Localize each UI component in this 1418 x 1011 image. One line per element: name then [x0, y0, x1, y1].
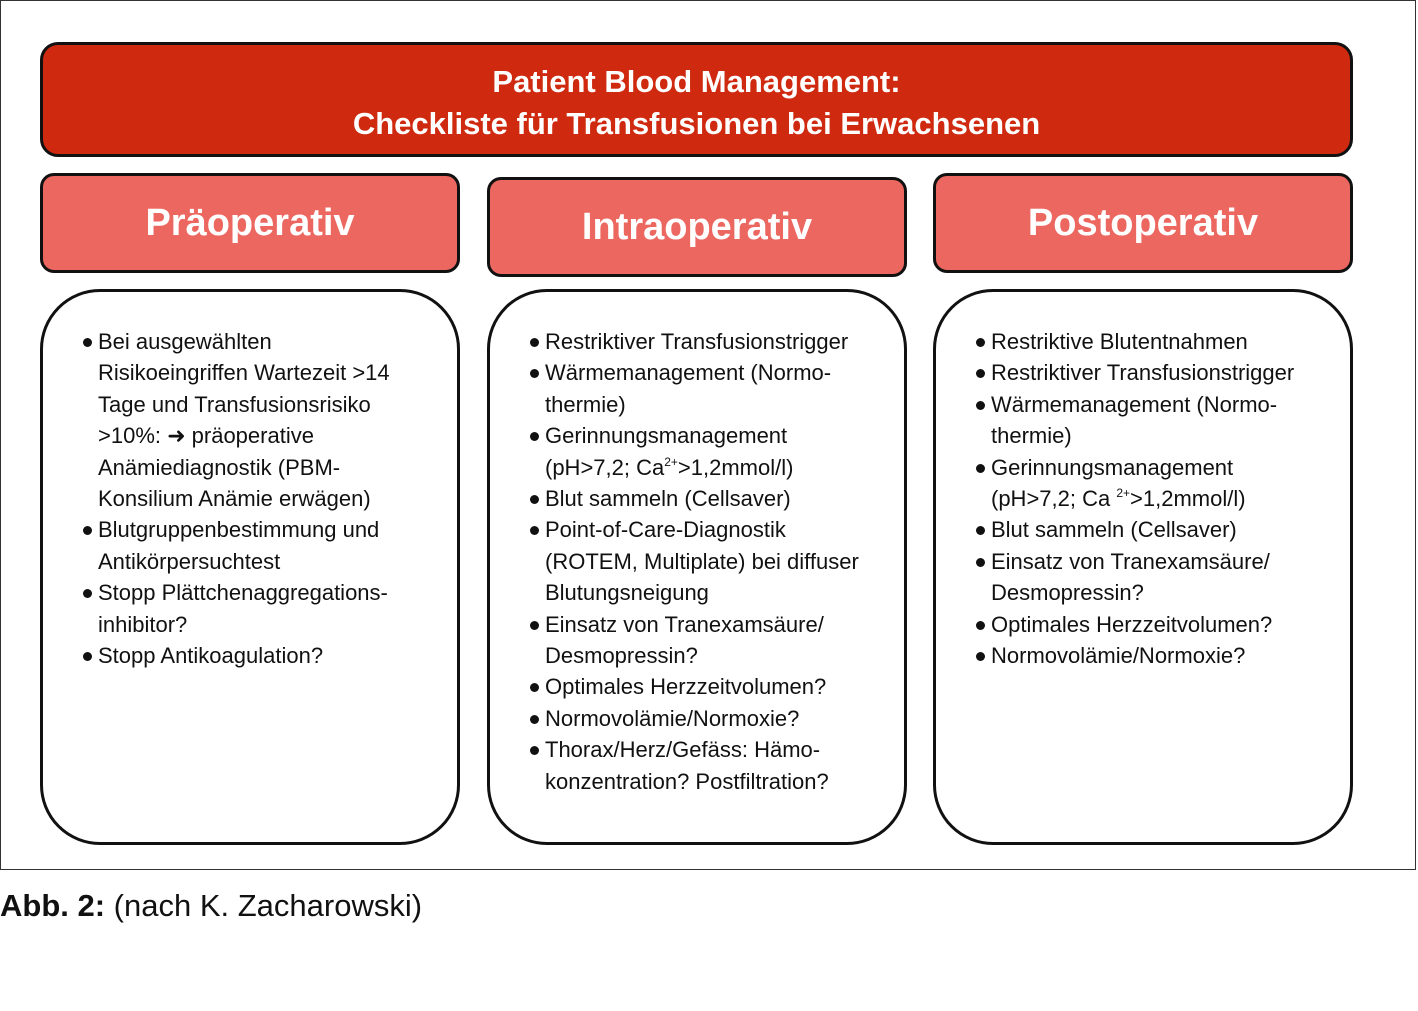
title-line-1: Patient Blood Management: [492, 64, 901, 99]
checklist-item: Blut sammeln (Cellsaver) [530, 483, 884, 514]
checklist-item: Restriktive Blutentnahmen [976, 326, 1330, 357]
phase-header-preoperative: Präoperativ [40, 173, 460, 273]
checklist-item-line: Restriktiver Transfusionstrigger [545, 329, 849, 354]
checklist-item-line: (pH>7,2; Ca2+>1,2mmol/l) [545, 454, 794, 480]
checklist-item-line: Desmopressin? [545, 643, 698, 669]
checklist-item: Blut sammeln (Cellsaver) [976, 514, 1330, 545]
checklist-item: Stopp Plättchenaggregations-inhibitor? [83, 577, 437, 640]
checklist-item: Restriktiver Transfusionstrigger [976, 357, 1330, 388]
checklist-item: Point-of-Care-Diagnostik (ROTEM, Multipla… [530, 514, 884, 608]
checklist-item-line: Thorax/Herz/Gefäss: Hämo- [545, 737, 821, 763]
checklist-item: Thorax/Herz/Gefäss: Hämo-konzentration? … [530, 734, 884, 797]
checklist-item-line: Blut sammeln (Cellsaver) [991, 517, 1237, 543]
checklist-item-line: Risikoeingriffen Wartezeit >14 [98, 360, 390, 386]
checklist-item: Optimales Herzzeitvolumen? [530, 671, 884, 702]
caption-label: Abb. 2: [0, 888, 106, 923]
checklist-item-line: Gerinnungsmanagement [545, 423, 788, 449]
checklist-item-line: Wärmemanagement (Normo- [545, 360, 832, 386]
checklist-item-line: Blut sammeln (Cellsaver) [545, 486, 791, 512]
checklist-item-line: Restriktiver Transfusionstrigger [991, 360, 1295, 386]
checklist-item: Wärmemanagement (Normo-thermie) [530, 357, 884, 420]
superscript-charge: 2+ [1116, 486, 1131, 501]
checklist-item-line: Bei ausgewählten [98, 329, 272, 354]
checklist-item: Optimales Herzzeitvolumen? [976, 609, 1330, 640]
checklist-item-line: Blutungsneigung [545, 580, 709, 606]
checklist-item-line: Optimales Herzzeitvolumen? [991, 611, 1273, 637]
checklist-item-line: Optimales Herzzeitvolumen? [545, 674, 827, 700]
checklist-item-line: konzentration? Postfiltration? [545, 768, 829, 794]
checklist-item-line: Point-of-Care-Diagnostik [545, 517, 786, 543]
checklist-item-line: Stopp Antikoagulation? [98, 643, 324, 669]
checklist-item-line: Stopp Plättchenaggregations- [98, 580, 388, 606]
checklist-item-line: thermie) [991, 423, 1072, 449]
checklist-item-line: Einsatz von Tranexamsäure/ [991, 548, 1270, 574]
checklist-item: Stopp Antikoagulation? [83, 640, 437, 671]
checklist-item-line: thermie) [545, 391, 626, 417]
checklist-item-line: Normovolämie/Normoxie? [545, 705, 800, 731]
figure-caption: Abb. 2: (nach K. Zacharowski) [0, 888, 422, 924]
checklist-item-line: Gerinnungsmanagement [991, 454, 1234, 480]
title-line-2: Checkliste für Transfusionen bei Erwachs… [352, 106, 1041, 141]
phase-header-postoperative: Postoperativ [933, 173, 1353, 273]
checklist-item-line: Blutgruppenbestimmung und [98, 517, 380, 543]
checklist-item-line: (ROTEM, Multiplate) bei diffuser [545, 548, 859, 574]
checklist-item-line: >10%: ➜ präoperative [98, 423, 314, 449]
checklist-item: Normovolämie/Normoxie? [976, 640, 1330, 671]
phase-header-intraoperative: Intraoperativ [487, 177, 907, 277]
checklist-item: Wärmemanagement (Normo-thermie) [976, 389, 1330, 452]
title-banner: Patient Blood Management: Checkliste für… [40, 42, 1353, 157]
checklist-item-line: Normovolämie/Normoxie? [991, 643, 1246, 669]
checklist-item: Gerinnungsmanagement (pH>7,2; Ca 2+>1,2mm… [976, 452, 1330, 515]
superscript-charge: 2+ [664, 454, 678, 469]
checklist-item: Einsatz von Tranexamsäure/Desmopressin? [976, 546, 1330, 609]
checklist-item-line: (pH>7,2; Ca 2+>1,2mmol/l) [991, 486, 1246, 512]
checklist-item: Normovolämie/Normoxie? [530, 703, 884, 734]
checklist-item: Einsatz von Tranexamsäure/Desmopressin? [530, 609, 884, 672]
checklist-item-line: Wärmemanagement (Normo- [991, 391, 1278, 417]
checklist-item-line: Desmopressin? [991, 580, 1144, 606]
checklist-item: Restriktiver Transfusionstrigger [530, 326, 884, 357]
checklist-item-line: Einsatz von Tranexamsäure/ [545, 611, 824, 637]
caption-text: (nach K. Zacharowski) [105, 888, 423, 923]
checklist-item-line: Konsilium Anämie erwägen) [98, 486, 371, 512]
checklist-item-line: inhibitor? [98, 611, 188, 637]
checklist-item-line: Antikörpersuchtest [98, 548, 281, 574]
checklist-item-line: Tage und Transfusionsrisiko [98, 391, 371, 417]
checklist-item: Gerinnungsmanagement (pH>7,2; Ca2+>1,2mmo… [530, 420, 884, 483]
checklist-item-line: Anämiediagnostik (PBM- [98, 454, 341, 480]
checklist-item-line: Restriktive Blutentnahmen [991, 329, 1248, 354]
